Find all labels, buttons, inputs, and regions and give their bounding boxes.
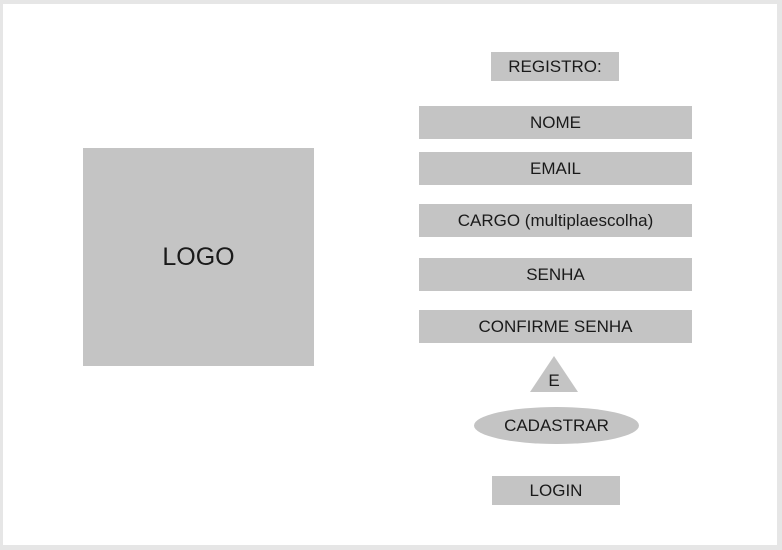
logo-placeholder: LOGO bbox=[83, 148, 314, 366]
logo-label: LOGO bbox=[162, 242, 235, 271]
password-field[interactable]: SENHA bbox=[419, 258, 692, 291]
confirm-password-field-label: CONFIRME SENHA bbox=[478, 316, 633, 336]
wireframe-canvas: LOGO REGISTRO: NOME EMAIL CARGO (multipl… bbox=[3, 4, 777, 545]
name-field-label: NOME bbox=[530, 112, 581, 132]
register-button[interactable]: CADASTRAR bbox=[474, 407, 639, 444]
register-button-label: CADASTRAR bbox=[504, 415, 609, 435]
triangle-icon bbox=[530, 356, 578, 392]
register-title: REGISTRO: bbox=[491, 52, 619, 81]
role-select-label: CARGO (multiplaescolha) bbox=[457, 210, 654, 230]
password-field-label: SENHA bbox=[526, 264, 585, 284]
confirm-password-field[interactable]: CONFIRME SENHA bbox=[419, 310, 692, 343]
email-field-label: EMAIL bbox=[529, 158, 582, 178]
triangle-shape: E bbox=[530, 356, 578, 392]
name-field[interactable]: NOME bbox=[419, 106, 692, 139]
role-select[interactable]: CARGO (multiplaescolha) bbox=[419, 204, 692, 237]
login-button[interactable]: LOGIN bbox=[492, 476, 620, 505]
login-button-label: LOGIN bbox=[529, 480, 583, 500]
triangle-label: E bbox=[548, 371, 560, 390]
email-field[interactable]: EMAIL bbox=[419, 152, 692, 185]
register-title-label: REGISTRO: bbox=[508, 56, 602, 76]
